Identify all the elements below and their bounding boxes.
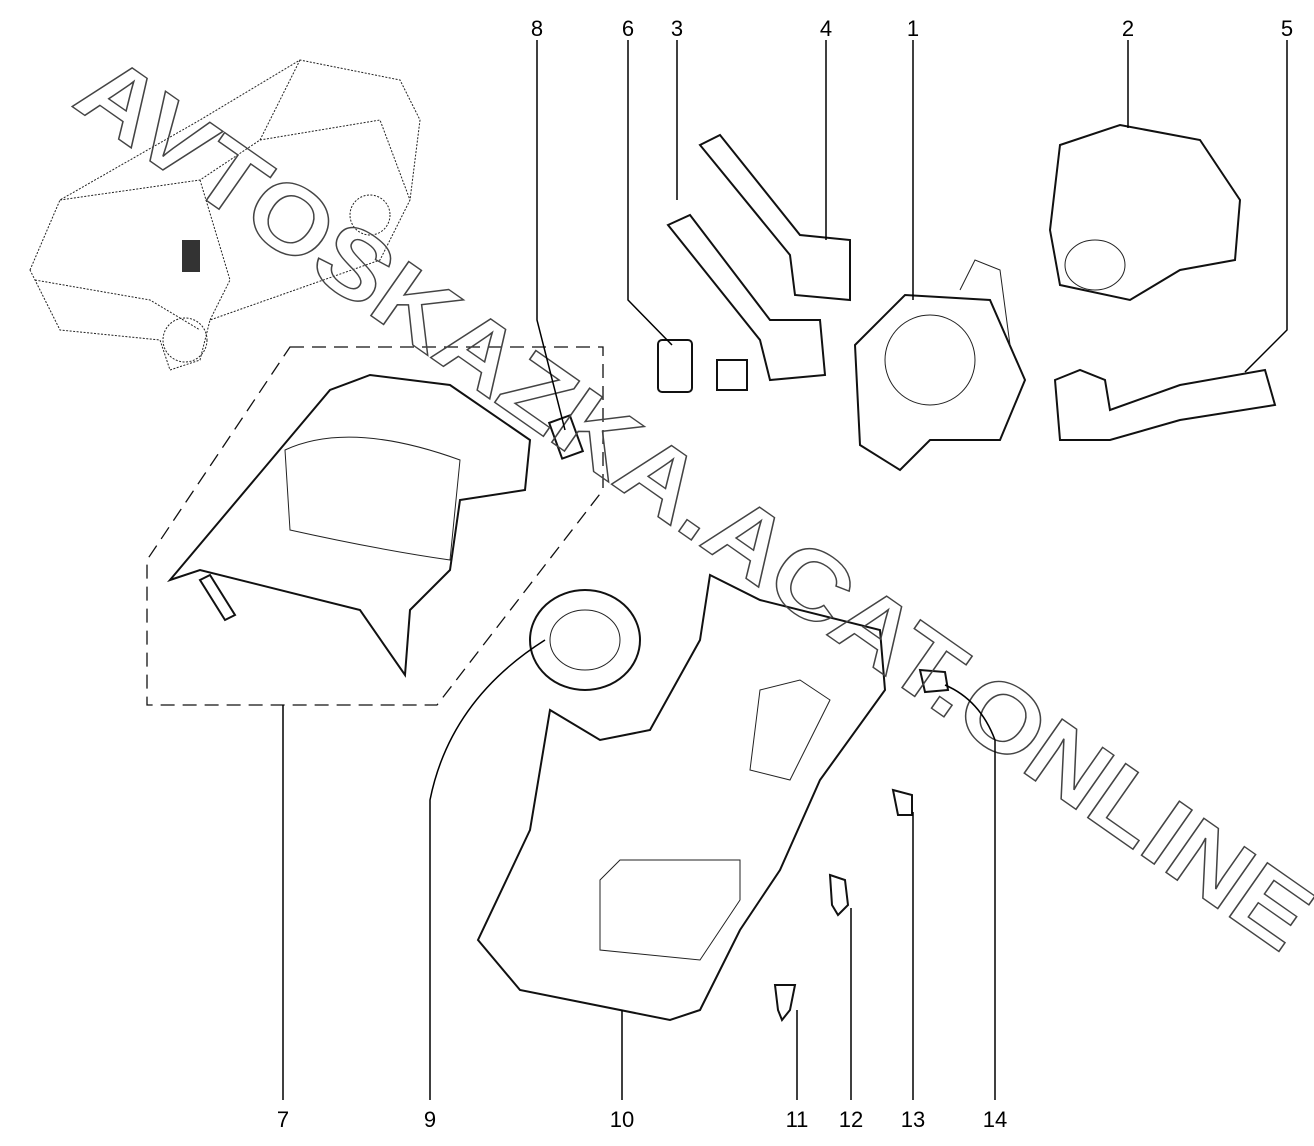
- callout-14: 14: [983, 1107, 1007, 1132]
- callout-8: 8: [531, 16, 543, 41]
- lower-shroud-part-10: [476, 573, 887, 1022]
- callout-7: 7: [277, 1107, 289, 1132]
- callout-3: 3: [671, 16, 683, 41]
- callout-1: 1: [907, 16, 919, 41]
- callout-13: 13: [901, 1107, 925, 1132]
- callout-2: 2: [1122, 16, 1134, 41]
- callout-11: 11: [786, 1107, 809, 1132]
- location-marker: [182, 240, 200, 272]
- turn-signal-stalk-part-5: [1053, 368, 1277, 441]
- leader-lines: [282, 40, 1288, 1100]
- car-thumbnail: [29, 59, 421, 371]
- screws-11-14: [773, 668, 950, 1022]
- kit-boundary: [146, 346, 604, 706]
- upper-shroud-part-7: [166, 373, 585, 678]
- connector-part-6: [657, 339, 693, 393]
- callout-10: 10: [610, 1107, 634, 1132]
- callout-12: 12: [839, 1107, 863, 1132]
- callout-5: 5: [1281, 16, 1293, 41]
- callout-labels: 1 2 3 4 5 6 7 8 9 10 11 12 13 14: [277, 16, 1293, 1132]
- callout-4: 4: [820, 16, 832, 41]
- callout-9: 9: [424, 1107, 436, 1132]
- callout-6: 6: [622, 16, 634, 41]
- ring-seal-part-9: [529, 589, 641, 691]
- wiper-stalks-parts-3-4: [666, 133, 851, 391]
- ignition-switch-part-1: [853, 259, 1027, 472]
- column-switch-housing-part-2: [1048, 123, 1242, 302]
